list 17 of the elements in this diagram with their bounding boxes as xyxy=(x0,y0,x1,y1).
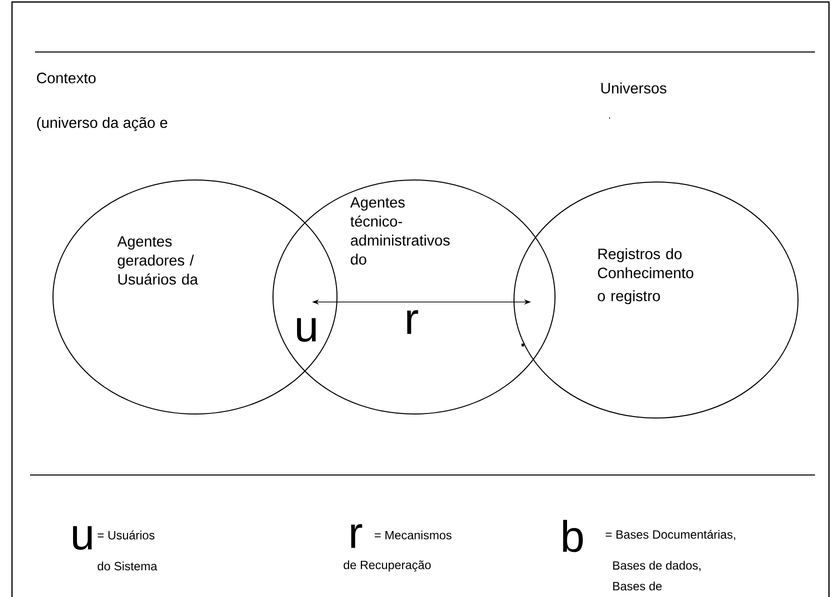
text-label: = Bases Documentárias, xyxy=(606,530,736,540)
letter-symbol: r xyxy=(351,524,362,548)
text-label: de Recuperação xyxy=(344,560,431,572)
text-label: (universo da ação e xyxy=(37,116,168,132)
text-label: = Usuários xyxy=(98,530,154,540)
letter-symbol: u xyxy=(73,526,92,550)
text-label: Contexto xyxy=(36,72,96,84)
text-label: = Mecanismos xyxy=(374,530,452,540)
text-label: Bases de xyxy=(613,582,662,590)
letter-symbol: r xyxy=(407,310,418,334)
letter-symbol: . xyxy=(522,344,524,346)
text-label: Bases de dados, xyxy=(613,560,700,572)
letter-symbol: b xyxy=(563,520,583,552)
letter-symbol: u xyxy=(297,318,316,342)
text-label: . xyxy=(609,117,610,119)
text-label: do Sistema xyxy=(98,562,158,570)
text-label: Universos xyxy=(601,82,666,94)
